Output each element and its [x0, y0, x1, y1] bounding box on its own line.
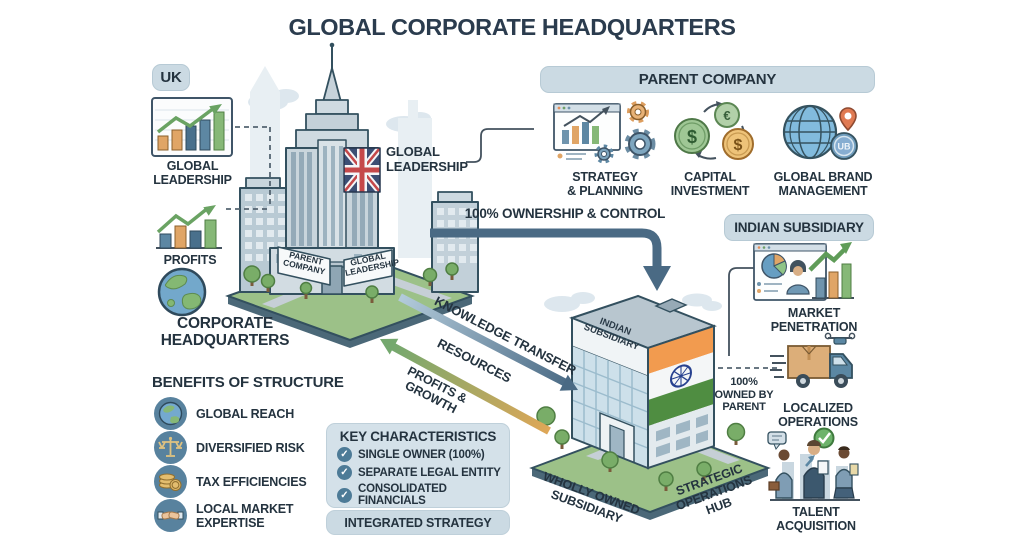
market-penetration-caption: MARKET PENETRATION: [770, 306, 858, 334]
check-icon: ✓: [337, 465, 352, 481]
hq-name: CORPORATE HEADQUARTERS: [160, 315, 290, 350]
capital-investment-icon: $ € $: [674, 101, 754, 160]
strategy-planning-caption: STRATEGY & PLANNING: [567, 170, 643, 198]
key-characteristics-panel: KEY CHARACTERISTICS ✓ SINGLE OWNER (100%…: [326, 423, 510, 508]
gear-icon: [627, 101, 649, 123]
gear-icon: [624, 128, 656, 160]
person-icon: [833, 446, 859, 499]
globe-icon: [154, 397, 187, 430]
strategy-planning-icon: [553, 101, 656, 164]
key-characteristics-heading: KEY CHARACTERISTICS: [339, 429, 497, 444]
global-brand-caption: GLOBAL BRAND MANAGEMENT: [773, 170, 873, 198]
delivery-truck-icon: [770, 332, 856, 388]
profits-growth-arrow: [380, 338, 551, 435]
subsidiary-trees: [536, 406, 746, 491]
svg-text:$: $: [687, 127, 697, 147]
check-icon: ✓: [337, 487, 352, 503]
svg-text:$: $: [734, 137, 743, 154]
benefit-label: GLOBAL REACH: [196, 406, 295, 421]
drone-icon: [824, 332, 856, 345]
hq-buildings: [239, 42, 479, 295]
benefit-label: TAX EFFICIENCIES: [196, 474, 307, 489]
benefit-label: DIVERSIFIED RISK: [196, 440, 305, 455]
integrated-strategy-label: INTEGRATED STRATEGY: [344, 515, 492, 530]
subsidiary-building: [569, 294, 717, 470]
uk-flag: [344, 148, 380, 192]
integrated-strategy-bar: INTEGRATED STRATEGY: [326, 510, 510, 535]
coins-icon: [154, 465, 187, 498]
benefits-heading: BENEFITS OF STRUCTURE: [152, 374, 344, 391]
leadership-chart-icon: [151, 97, 233, 157]
tower-callout: GLOBAL LEADERSHIP: [386, 144, 468, 174]
key-characteristic-label: SINGLE OWNER (100%): [358, 448, 485, 461]
benefit-item: TAX EFFICIENCIES: [196, 465, 307, 498]
profits-chart-icon: [156, 205, 222, 249]
svg-text:€: €: [723, 108, 730, 123]
person-icon: [803, 440, 829, 499]
ownership-arrow-label: 100% OWNERSHIP & CONTROL: [464, 206, 666, 221]
benefit-item: DIVERSIFIED RISK: [196, 431, 305, 464]
key-characteristic-item: ✓ SEPARATE LEGAL ENTITY: [337, 465, 509, 481]
brand-badge-icon: UB: [830, 132, 858, 160]
benefit-label: LOCAL MARKET EXPERTISE: [196, 501, 294, 530]
key-characteristic-item: ✓ CONSOLIDATED FINANCIALS: [337, 483, 509, 507]
handshake-icon: [154, 499, 187, 532]
scales-icon: [154, 431, 187, 464]
benefit-item: GLOBAL REACH: [196, 397, 294, 430]
market-penetration-icon: [753, 242, 854, 301]
capital-investment-caption: CAPITAL INVESTMENT: [670, 170, 750, 198]
speech-bubble-icon: [767, 431, 787, 450]
ownership-note: 100% OWNED BY PARENT: [714, 376, 774, 414]
key-characteristic-label: CONSOLIDATED FINANCIALS: [358, 483, 447, 508]
solid-connectors: [466, 128, 754, 356]
key-characteristic-label: SEPARATE LEGAL ENTITY: [358, 466, 501, 479]
benefit-item: LOCAL MARKET EXPERTISE: [196, 499, 294, 532]
hq-trees: [243, 262, 459, 303]
parent-company-header: PARENT COMPANY: [540, 66, 875, 93]
key-characteristic-item: ✓ SINGLE OWNER (100%): [337, 447, 509, 463]
svg-text:UB: UB: [838, 142, 851, 152]
ashoka-chakra: [670, 364, 692, 388]
page-title: GLOBAL CORPORATE HEADQUARTERS: [288, 14, 736, 40]
dashed-connectors: [226, 126, 778, 369]
localized-operations-caption: LOCALIZED OPERATIONS: [778, 401, 858, 429]
check-icon: ✓: [337, 447, 352, 463]
person-icon: [768, 449, 793, 499]
global-brand-icon: UB: [782, 104, 858, 160]
earth-globe-icon: [157, 267, 207, 317]
location-pin-icon: [839, 107, 857, 132]
profits-chart-caption: PROFITS: [163, 253, 217, 267]
uk-region-badge: UK: [152, 64, 190, 91]
leadership-chart-caption: GLOBAL LEADERSHIP: [153, 159, 232, 187]
indian-subsidiary-header: INDIAN SUBSIDIARY: [724, 214, 874, 241]
talent-acquisition-icon: [767, 427, 860, 501]
knowledge-transfer-arrow: [398, 293, 578, 391]
gear-icon: [594, 144, 614, 164]
ownership-arrow: [430, 228, 671, 291]
talent-acquisition-caption: TALENT ACQUISITION: [776, 505, 856, 533]
